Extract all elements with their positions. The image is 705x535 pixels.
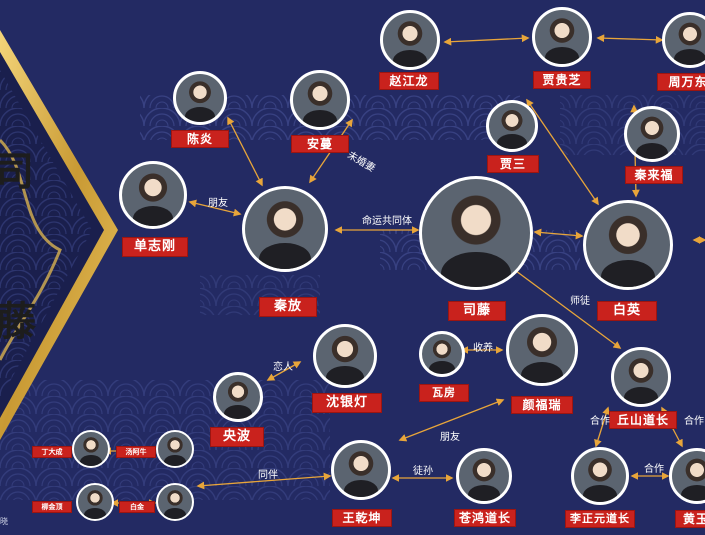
name-label-bai_ying: 白英 [598, 302, 656, 320]
relation-arrow-10 [510, 267, 622, 349]
relation-label-4: 恋人 [273, 362, 293, 373]
name-label-yang_bo: 央波 [211, 428, 263, 446]
name-label-wang_qiankun: 王乾坤 [333, 510, 391, 526]
portrait-zhou_wanzhi [662, 12, 705, 68]
relation-label-6: 朋友 [440, 432, 460, 443]
portrait-shan_zhigang [119, 161, 187, 229]
relation-label-11: 合作 [684, 416, 704, 427]
relation-label-2: 命运共同体 [362, 216, 412, 227]
relation-arrow-6 [533, 228, 584, 240]
name-label-an_man: 安蔓 [292, 136, 348, 152]
name-label-qin_laifu: 秦来福 [626, 167, 682, 183]
relation-arrow-3 [227, 116, 263, 187]
portrait-li_zhengyuan [571, 447, 629, 505]
relation-arrow-16 [594, 406, 610, 448]
relation-label-1: 朋友 [208, 198, 228, 209]
portrait-shen_yindeng [313, 324, 377, 388]
portrait-canghong [456, 448, 512, 504]
portrait-qiushan [611, 347, 671, 407]
name-label-si_teng: 司藤 [449, 302, 505, 320]
portrait-yan_fuduan [506, 314, 578, 386]
name-label-small2: 汤阿牛 [117, 447, 155, 457]
name-label-yan_fuduan: 颜福瑞 [512, 397, 572, 413]
relation-label-7: 同伴 [258, 470, 278, 481]
relation-label-10: 合作 [644, 464, 664, 475]
portrait-jia_guizhi [532, 7, 592, 67]
portrait-wa_fang [419, 331, 465, 377]
name-label-zhou_wanzhi: 周万东 [658, 74, 705, 90]
portrait-jia_san [486, 100, 538, 152]
portrait-small3 [76, 483, 114, 521]
portrait-small2 [156, 430, 194, 468]
poster-title-char-1: 司 [0, 150, 34, 240]
name-label-chen_yu: 陈炎 [172, 131, 228, 147]
relation-arrow-12 [398, 398, 505, 442]
poster-title-char-2: 藤 [0, 300, 36, 360]
relation-arrow-1 [596, 34, 664, 44]
signature-text: 晓 [0, 517, 8, 526]
name-label-small1: 丁大成 [33, 447, 71, 457]
relation-arrow-0 [443, 34, 530, 46]
portrait-small4 [156, 483, 194, 521]
portrait-qin_fang [242, 186, 328, 272]
relation-arrow-4 [188, 199, 242, 217]
name-label-qin_fang: 秦放 [260, 298, 316, 316]
name-label-small4: 白金 [120, 502, 154, 512]
relation-label-8: 徒孙 [413, 466, 433, 477]
name-label-qiushan: 丘山道长 [610, 412, 676, 428]
portrait-qin_laifu [624, 106, 680, 162]
name-label-jia_guizhi: 贾贵芝 [534, 72, 590, 88]
portrait-wang_qiankun [331, 440, 391, 500]
portrait-si_teng [419, 176, 533, 290]
name-label-small3: 柳金顶 [33, 502, 71, 512]
relation-arrow-14 [196, 472, 332, 490]
portrait-zhao_jianglong [380, 10, 440, 70]
portrait-small1 [72, 430, 110, 468]
name-label-canghong: 苍鸿道长 [455, 510, 515, 526]
portrait-an_man [290, 70, 350, 130]
portrait-chen_yu [173, 71, 227, 125]
name-label-zhao_jianglong: 赵江龙 [380, 73, 438, 89]
relation-arrow-7 [526, 98, 599, 206]
name-label-shan_zhigang: 单志刚 [123, 238, 187, 256]
name-label-huang_yu: 黄玉 [676, 511, 705, 527]
name-label-jia_san: 贾三 [488, 156, 538, 172]
relation-label-5: 收养 [473, 343, 493, 354]
relation-arrow-11 [266, 361, 302, 381]
relation-label-9: 合作 [590, 416, 610, 427]
portrait-bai_ying [583, 200, 673, 290]
name-label-shen_yindeng: 沈银灯 [313, 394, 381, 412]
name-label-wa_fang: 瓦房 [420, 385, 468, 401]
relation-label-3: 师徒 [570, 296, 590, 307]
name-label-li_zhengyuan: 李正元道长 [566, 511, 634, 527]
portrait-yang_bo [213, 372, 263, 422]
